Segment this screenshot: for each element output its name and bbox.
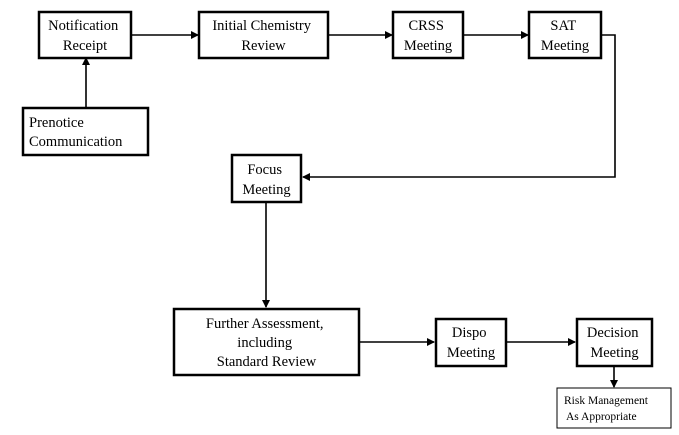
svg-text:Decision Meeting: Decision Meeting (587, 325, 642, 361)
node-decision-meeting-line-2: Meeting (590, 345, 638, 361)
node-sat-meeting: SAT Meeting (527, 10, 603, 60)
node-sat-meeting-line-1: SAT (550, 18, 576, 34)
svg-text:Dispo Meeting: Dispo Meeting (447, 325, 495, 361)
node-dispo-meeting-line-2: Meeting (447, 345, 495, 361)
node-notification-receipt-line-1: Notification (48, 18, 119, 34)
svg-text:Notification Receipt: Notification Receipt (48, 18, 122, 54)
svg-text:CRSS Meeting: CRSS Meeting (404, 18, 452, 54)
node-further-assessment-line-1: Further Assessment, (206, 316, 324, 332)
node-risk-management-line-2: As Appropriate (566, 411, 637, 423)
node-risk-management: Risk Management As Appropriate (556, 387, 672, 429)
node-focus-meeting-line-1: Focus (247, 162, 282, 178)
node-focus-meeting-line-2: Meeting (242, 182, 290, 198)
node-further-assessment-line-2: including (237, 335, 292, 351)
node-further-assessment-line-3: Standard Review (217, 354, 317, 370)
node-initial-chemistry-review: Initial Chemistry Review (197, 10, 330, 60)
svg-text:SAT Meeting: SAT Meeting (541, 18, 589, 54)
node-further-assessment: Further Assessment, including Standard R… (172, 307, 361, 377)
node-notification-receipt: Notification Receipt (37, 10, 133, 60)
svg-text:Initial Chemistry Review: Initial Chemistry Review (212, 18, 314, 54)
node-prenotice-communication-line-1: Prenotice (29, 115, 84, 131)
node-crss-meeting-line-1: CRSS (408, 18, 443, 34)
node-prenotice-communication: Prenotice Communication (21, 106, 150, 157)
node-dispo-meeting: Dispo Meeting (434, 317, 508, 368)
node-initial-chemistry-review-line-2: Review (241, 38, 286, 54)
node-prenotice-communication-line-2: Communication (29, 134, 123, 150)
node-sat-meeting-line-2: Meeting (541, 38, 589, 54)
node-notification-receipt-line-2: Receipt (63, 38, 107, 54)
node-focus-meeting: Focus Meeting (230, 153, 303, 204)
connectors (82, 31, 618, 388)
svg-text:Prenotice Communication: Prenotice Communication (29, 115, 123, 150)
node-crss-meeting: CRSS Meeting (391, 10, 465, 60)
svg-text:Focus Meeting: Focus Meeting (242, 162, 290, 198)
node-initial-chemistry-review-line-1: Initial Chemistry (212, 18, 311, 34)
node-crss-meeting-line-2: Meeting (404, 38, 452, 54)
edge-sat-to-focus (302, 34, 616, 181)
node-dispo-meeting-line-1: Dispo (452, 325, 487, 341)
node-decision-meeting: Decision Meeting (575, 317, 654, 368)
svg-text:Risk Management As Appro: Risk Management As Appropriate (564, 395, 651, 423)
node-risk-management-line-1: Risk Management (564, 395, 649, 407)
node-decision-meeting-line-1: Decision (587, 325, 639, 341)
svg-text:Further Assessment, incl: Further Assessment, including Standard R… (206, 316, 327, 370)
